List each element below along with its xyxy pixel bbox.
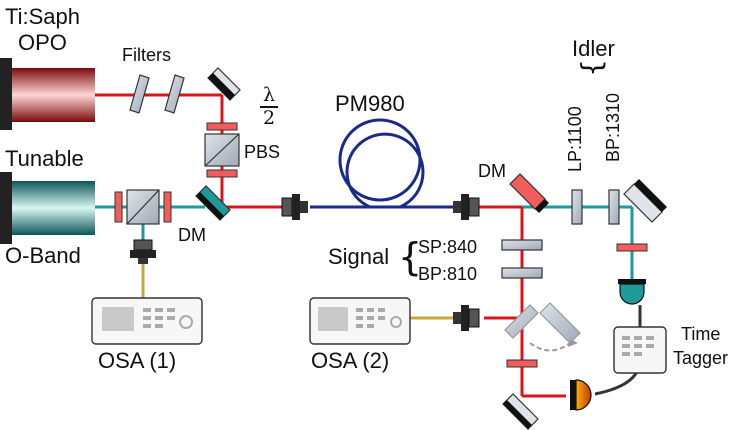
- tunable-oband-laser: [0, 172, 95, 244]
- signal-waveplate: [506, 359, 538, 368]
- bp-idler-filter-label: BP:1310: [603, 92, 623, 162]
- half-wave-label: λ 2: [258, 86, 280, 128]
- osa2-device: [309, 297, 411, 345]
- pm980-fiber-loop: [310, 118, 425, 209]
- idler-label: Idler: [572, 36, 615, 61]
- fiber-coupler-osa2: [453, 305, 480, 331]
- idler-brace: {: [574, 59, 608, 77]
- idler-waveplate: [616, 243, 648, 252]
- oband-label: O-Band: [5, 243, 81, 268]
- tisaph-label: Ti:Saph: [5, 4, 81, 29]
- osa1-device: [91, 297, 203, 345]
- dichroic-mirror-left: [195, 185, 231, 221]
- osa2-label: OSA (2): [311, 348, 390, 373]
- lp-filter-label: LP:1100: [565, 106, 585, 172]
- time-label: Time: [681, 324, 721, 344]
- half-wave-plate-lower: [206, 169, 238, 178]
- tagger-label: Tagger: [673, 348, 729, 368]
- pbs-cube: [204, 133, 240, 167]
- pm980-label: PM980: [335, 91, 405, 116]
- tunable-polarization-optics: [114, 189, 172, 225]
- dm-left-label: DM: [178, 225, 206, 245]
- tunable-label: Tunable: [5, 146, 84, 171]
- signal-brace: {: [398, 235, 423, 279]
- sp-filter-label: SP:840: [418, 237, 478, 257]
- dm-right-label: DM: [478, 161, 506, 181]
- signal-filters: [501, 239, 543, 279]
- flip-mirror-assembly: [504, 302, 581, 352]
- tisaph-opo-laser: [0, 58, 95, 130]
- signal-label: Signal: [328, 244, 390, 269]
- time-tagger-device: [613, 326, 667, 374]
- fiber-coupler-pm-in: [281, 194, 308, 220]
- opo-label: OPO: [18, 30, 67, 55]
- idler-detector: [618, 279, 646, 305]
- mirror-signal-bottom: [502, 393, 539, 430]
- idler-filters: [571, 189, 620, 225]
- lambda-denominator: 2: [262, 106, 276, 129]
- mirror-idler: [623, 179, 667, 223]
- mirror-pump-turn: [207, 67, 241, 101]
- half-wave-plate-upper: [206, 122, 238, 131]
- dichroic-mirror-right: [509, 173, 549, 213]
- filters-label: Filters: [122, 45, 171, 65]
- lambda-symbol: λ: [262, 84, 276, 106]
- fiber-coupler-pm-out: [453, 194, 480, 220]
- osa1-label: OSA (1): [98, 348, 177, 373]
- signal-detector: [570, 379, 592, 411]
- filter-pair: [129, 74, 185, 114]
- bp-signal-filter-label: BP:810: [418, 264, 478, 284]
- fiber-coupler-tap-left: [130, 239, 156, 264]
- pbs-label: PBS: [244, 142, 281, 162]
